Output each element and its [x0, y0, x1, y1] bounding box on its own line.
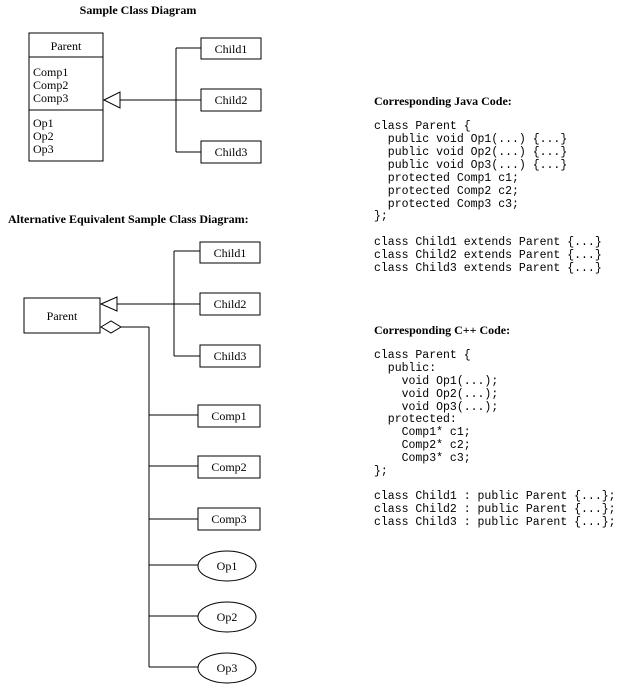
diagram2-op3: Op3	[197, 652, 257, 684]
java-code-line: class Child3 extends Parent {...}	[374, 262, 602, 275]
diagram1-parent-class: Parent Comp1 Comp2 Comp3 Op1 Op2 Op3	[28, 32, 104, 162]
java-code-line: class Child1 extends Parent {...}	[374, 236, 602, 249]
diagram2-comp3: Comp3	[197, 507, 261, 531]
diagram2-inheritance-connector	[99, 250, 200, 357]
diagram2-title: Alternative Equivalent Sample Class Diag…	[8, 212, 249, 226]
diagram1-inheritance-arrowhead	[102, 91, 121, 109]
diagram2-op1-label: Op1	[217, 559, 238, 573]
diagram2-child1: Child1	[199, 241, 261, 264]
diagram1-title: Sample Class Diagram	[80, 3, 197, 17]
java-code-block: class Parent { public void Op1(...) {...…	[374, 120, 602, 275]
cpp-code-line: class Child2 : public Parent {...};	[374, 503, 616, 516]
java-code-line: public void Op2(...) {...}	[374, 146, 567, 159]
cpp-code-line: };	[374, 465, 388, 478]
java-code-line: class Parent {	[374, 120, 471, 133]
diagram1-attr-comp3: Comp3	[33, 91, 68, 105]
diagram2-comp3-label: Comp3	[211, 512, 246, 526]
java-code-line: };	[374, 210, 388, 223]
diagram2-parent-name: Parent	[47, 309, 78, 323]
cpp-code-line: void Op2(...);	[374, 388, 498, 401]
diagram1-inheritance-connector	[102, 47, 201, 153]
diagram2-comp2: Comp2	[197, 455, 261, 479]
cpp-code-line: public:	[374, 362, 436, 375]
java-code-line: class Child2 extends Parent {...}	[374, 249, 602, 262]
diagram2-op3-label: Op3	[217, 661, 238, 675]
java-code-line: protected Comp3 c3;	[374, 198, 519, 211]
diagram1-parent-name: Parent	[51, 39, 82, 53]
cpp-code-line: Comp2* c2;	[374, 439, 471, 452]
diagram2-child1-label: Child1	[214, 246, 247, 260]
diagram1-child3: Child3	[200, 140, 262, 164]
cpp-code-line: class Child1 : public Parent {...};	[374, 490, 616, 503]
diagram1-child2: Child2	[200, 88, 262, 112]
cpp-code-block: class Parent { public: void Op1(...); vo…	[374, 349, 616, 529]
java-code-line: protected Comp1 c1;	[374, 172, 519, 185]
diagram2-op2: Op2	[197, 601, 257, 633]
diagram1-op-op3: Op3	[33, 142, 54, 156]
diagram1-child1-label: Child1	[215, 42, 248, 56]
java-code-line: protected Comp2 c2;	[374, 185, 519, 198]
java-code-line: public void Op3(...) {...}	[374, 159, 567, 172]
cpp-code-line: Comp3* c3;	[374, 452, 471, 465]
diagram2-aggregation-diamond	[100, 320, 122, 334]
diagram2-child2: Child2	[199, 292, 261, 316]
diagram2-parent-class: Parent	[23, 297, 101, 334]
diagram2-child2-label: Child2	[214, 297, 247, 311]
diagram2-op2-label: Op2	[217, 610, 238, 624]
diagram1-child1: Child1	[200, 37, 262, 60]
java-code-line: public void Op1(...) {...}	[374, 133, 567, 146]
diagram1-op-op1: Op1	[33, 116, 54, 130]
diagram2-child3: Child3	[199, 344, 261, 368]
cpp-code-line: Comp1* c1;	[374, 426, 471, 439]
cpp-code-line: protected:	[374, 413, 457, 426]
diagram2-op1: Op1	[197, 550, 257, 582]
diagram1-attr-comp2: Comp2	[33, 78, 68, 92]
java-code-title: Corresponding Java Code:	[374, 94, 512, 108]
diagram1-child3-label: Child3	[215, 145, 248, 159]
diagram2-aggregation-connector	[100, 320, 198, 668]
diagram1-op-op2: Op2	[33, 129, 54, 143]
cpp-code-line: void Op1(...);	[374, 375, 498, 388]
diagram2-inheritance-arrowhead	[99, 296, 118, 312]
diagram1-attr-comp1: Comp1	[33, 65, 68, 79]
diagram2-comp1-label: Comp1	[211, 409, 246, 423]
diagram2-comp2-label: Comp2	[211, 460, 246, 474]
diagram2-child3-label: Child3	[214, 349, 247, 363]
cpp-code-title: Corresponding C++ Code:	[374, 323, 510, 337]
cpp-code-line: class Parent {	[374, 349, 471, 362]
cpp-code-line: void Op3(...);	[374, 401, 498, 414]
diagram1-child2-label: Child2	[215, 93, 248, 107]
cpp-code-line: class Child3 : public Parent {...};	[374, 516, 616, 529]
diagram2-comp1: Comp1	[197, 404, 261, 428]
